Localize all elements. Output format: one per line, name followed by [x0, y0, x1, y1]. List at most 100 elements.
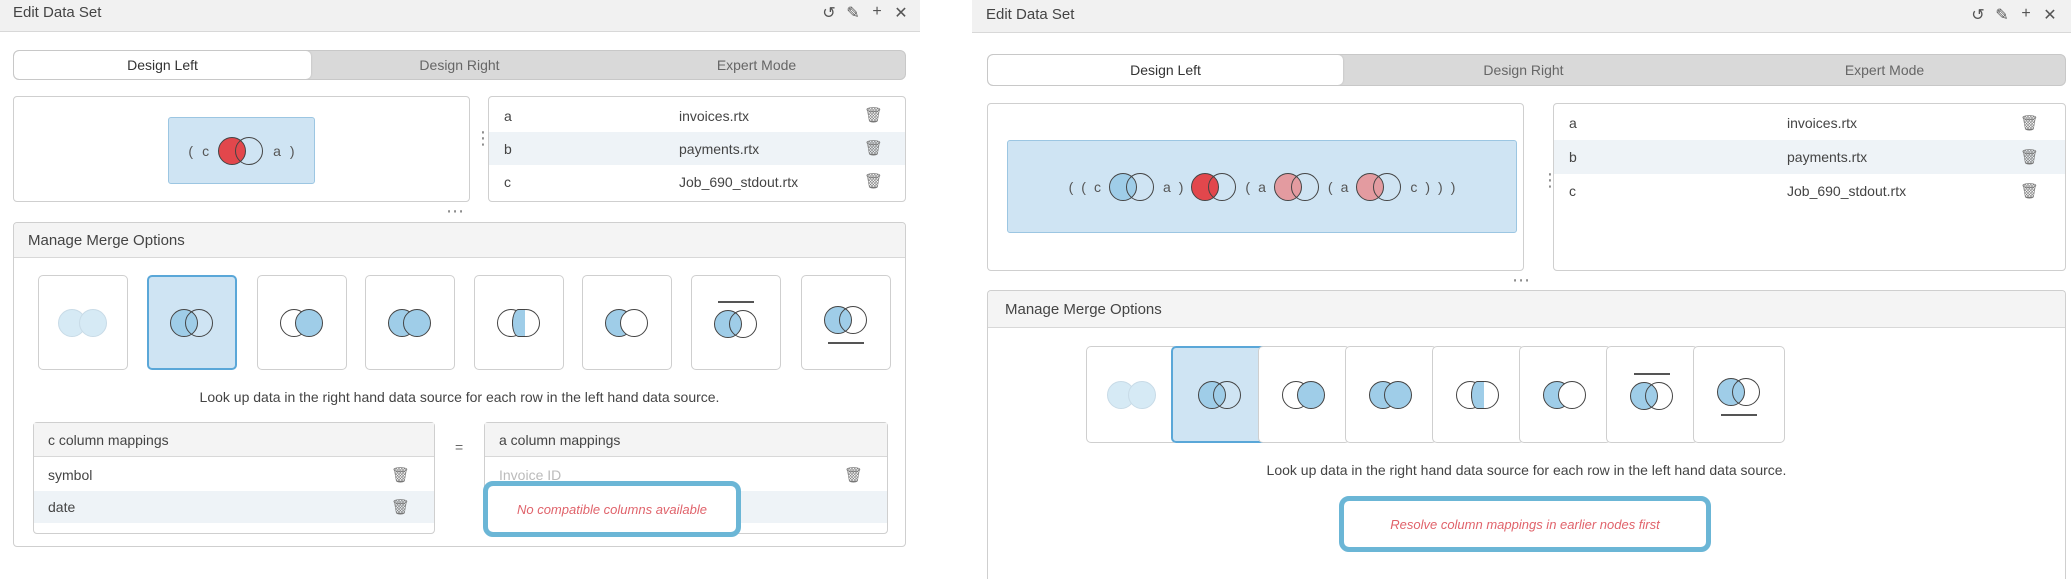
- merge-type-icon[interactable]: [1356, 172, 1402, 201]
- venn-top-bar-icon: [714, 300, 758, 340]
- merge-option-left-only[interactable]: [582, 275, 672, 370]
- error-callout: No compatible columns available: [483, 481, 741, 537]
- trash-icon[interactable]: 🗑: [2019, 183, 2039, 200]
- venn-both-icon: [388, 308, 432, 337]
- merge-option-left-only[interactable]: [1519, 346, 1611, 443]
- add-icon[interactable]: +: [2021, 5, 2031, 22]
- venn-left-icon: [1197, 380, 1242, 409]
- left-column-mappings: c column mappings symbol 🗑 date 🗑: [33, 422, 435, 534]
- mapping-row[interactable]: Invoice ID 🗑: [499, 467, 863, 484]
- dataset-list: a invoices.rtx 🗑 b payments.rtx 🗑 c Job_…: [1553, 103, 2066, 271]
- merge-option-append-top[interactable]: [1606, 346, 1698, 443]
- dataset-row[interactable]: c Job_690_stdout.rtx 🗑: [504, 173, 883, 190]
- edit-dataset-window-right: Edit Data Set ↺ ✎ + ✕ Design Left Design…: [972, 0, 2071, 579]
- expr-left-source: c: [202, 142, 210, 159]
- horizontal-resize-handle[interactable]: ⋯: [446, 201, 464, 221]
- edit-dataset-window-left: Edit Data Set ↺ ✎ + ✕ Design Left Design…: [0, 0, 920, 579]
- equals-sign: =: [455, 439, 464, 455]
- mapping-row[interactable]: symbol 🗑: [48, 467, 410, 484]
- expr-open-paren: (: [188, 142, 194, 159]
- venn-right-icon: [280, 308, 324, 337]
- tab-expert-mode[interactable]: Expert Mode: [1844, 62, 1925, 78]
- tab-expert-mode[interactable]: Expert Mode: [716, 57, 797, 73]
- section-title: Manage Merge Options: [1005, 301, 1162, 318]
- trash-icon[interactable]: 🗑: [2019, 149, 2039, 166]
- mappings-title: c column mappings: [48, 432, 169, 448]
- trash-icon[interactable]: 🗑: [863, 107, 883, 124]
- undo-icon[interactable]: ↺: [1971, 7, 1985, 24]
- merge-option-left-lookup[interactable]: [147, 275, 237, 370]
- trash-icon[interactable]: 🗑: [2019, 115, 2039, 132]
- tab-design-right[interactable]: Design Right: [419, 57, 500, 73]
- merge-type-icon[interactable]: [1273, 172, 1320, 201]
- pen-icon[interactable]: ✎: [846, 5, 860, 22]
- expr-close-paren: ): [289, 142, 295, 159]
- merge-option-right-lookup[interactable]: [257, 275, 347, 370]
- trash-icon[interactable]: 🗑: [390, 499, 410, 516]
- mappings-title: a column mappings: [499, 432, 621, 448]
- merge-option-full[interactable]: [1345, 346, 1437, 443]
- venn-inner-icon: [497, 308, 541, 337]
- close-icon[interactable]: ✕: [894, 5, 908, 22]
- pen-icon[interactable]: ✎: [1995, 7, 2009, 24]
- venn-bottom-bar-icon: [1717, 377, 1761, 416]
- venn-right-icon: [1282, 380, 1326, 409]
- venn-top-bar-icon: [1630, 372, 1674, 412]
- window-title: Edit Data Set: [13, 4, 102, 21]
- merge-option-right-lookup[interactable]: [1258, 346, 1350, 443]
- merge-option-inner[interactable]: [1432, 346, 1524, 443]
- venn-both-icon: [1369, 380, 1413, 409]
- merge-option-full[interactable]: [365, 275, 455, 370]
- title-bar: Edit Data Set ↺ ✎ + ✕: [972, 0, 2071, 33]
- merge-option-append-bottom[interactable]: [1693, 346, 1785, 443]
- tab-design-left[interactable]: Design Left: [988, 55, 1343, 85]
- mapping-row[interactable]: date 🗑: [34, 491, 434, 523]
- add-icon[interactable]: +: [872, 3, 882, 20]
- dataset-row[interactable]: a invoices.rtx 🗑: [1569, 115, 2039, 132]
- close-icon[interactable]: ✕: [2043, 7, 2057, 24]
- trash-icon[interactable]: 🗑: [390, 467, 410, 484]
- merge-option-inner[interactable]: [474, 275, 564, 370]
- venn-left-only-icon: [605, 308, 649, 337]
- merge-type-icon[interactable]: [1191, 172, 1237, 201]
- error-message: Resolve column mappings in earlier nodes…: [1390, 516, 1660, 532]
- merge-type-icon[interactable]: [218, 136, 264, 165]
- merge-options-section: Manage Merge Options: [13, 222, 906, 547]
- error-message: No compatible columns available: [516, 501, 708, 517]
- dataset-row[interactable]: b payments.rtx 🗑: [1554, 140, 2065, 174]
- venn-light-icon: [58, 308, 108, 337]
- merge-type-icon[interactable]: [1108, 172, 1155, 201]
- expr-right-source: a: [273, 142, 281, 159]
- dataset-list: a invoices.rtx 🗑 b payments.rtx 🗑 c Job_…: [488, 96, 906, 202]
- merge-node[interactable]: ( ( c a ) ( a ( a: [1007, 140, 1517, 233]
- merge-description: Look up data in the right hand data sour…: [199, 389, 720, 405]
- tab-design-left[interactable]: Design Left: [14, 51, 311, 79]
- trash-icon[interactable]: 🗑: [863, 140, 883, 157]
- merge-description: Look up data in the right hand data sour…: [1266, 462, 1787, 478]
- undo-icon[interactable]: ↺: [822, 5, 836, 22]
- trash-icon[interactable]: 🗑: [843, 467, 863, 484]
- merge-option-append-bottom[interactable]: [801, 275, 891, 370]
- window-title: Edit Data Set: [986, 6, 1075, 23]
- venn-bottom-bar-icon: [824, 305, 868, 344]
- dataset-row[interactable]: a invoices.rtx 🗑: [504, 107, 883, 124]
- merge-option-left-lookup[interactable]: [1171, 346, 1268, 443]
- mode-tabs: Design Left Design Right Expert Mode: [987, 54, 2066, 86]
- venn-left-icon: [170, 308, 214, 337]
- merge-option-full-outer[interactable]: [38, 275, 128, 370]
- merge-expression-canvas: ( ( c a ) ( a ( a: [987, 103, 1524, 271]
- merge-node[interactable]: ( c a ): [168, 117, 315, 184]
- mode-tabs: Design Left Design Right Expert Mode: [13, 50, 906, 80]
- merge-options-section: Manage Merge Options: [987, 290, 2066, 579]
- merge-option-append-top[interactable]: [691, 275, 781, 370]
- error-callout: Resolve column mappings in earlier nodes…: [1339, 496, 1711, 552]
- dataset-row[interactable]: b payments.rtx 🗑: [489, 132, 905, 165]
- merge-option-full-outer[interactable]: [1086, 346, 1178, 443]
- section-title: Manage Merge Options: [28, 232, 185, 249]
- horizontal-resize-handle[interactable]: ⋯: [1512, 270, 1530, 290]
- dataset-row[interactable]: c Job_690_stdout.rtx 🗑: [1569, 183, 2039, 200]
- venn-light-icon: [1107, 380, 1157, 409]
- title-bar: Edit Data Set ↺ ✎ + ✕: [0, 0, 920, 32]
- trash-icon[interactable]: 🗑: [863, 173, 883, 190]
- tab-design-right[interactable]: Design Right: [1483, 62, 1564, 78]
